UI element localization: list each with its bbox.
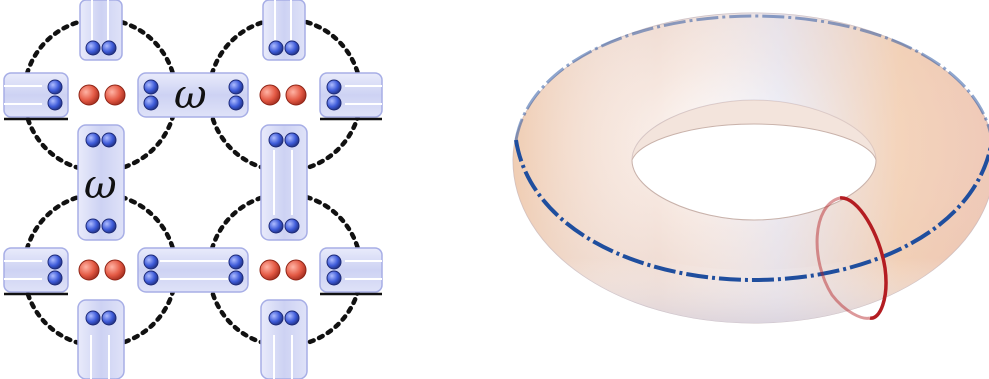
qubit-blue [228,95,244,111]
meridian-loop-front [839,196,888,320]
vertex-red [104,259,126,281]
qubit-blue [326,95,342,111]
vertex-red [78,259,100,281]
qubit-blue [85,132,101,148]
qubit-blue [85,310,101,326]
vertex-red [285,259,307,281]
vertex-red [285,84,307,106]
red-vertices [78,84,307,281]
bond-h-bottom-middle [137,247,249,293]
omega-label-top: ω [174,72,207,118]
vertex-red [259,84,281,106]
qubit-blue [284,132,300,148]
vertex-red [78,84,100,106]
longitude-loop-front [514,139,989,283]
qubit-blue [101,218,117,234]
qubit-blue [47,79,63,95]
qubit-blue [143,79,159,95]
qubit-blue [268,132,284,148]
qubit-blue [101,310,117,326]
qubit-blue [268,310,284,326]
bond-v-br-bottom [260,299,308,379]
qubit-blue [268,218,284,234]
qubit-blue [143,95,159,111]
vertex-red [259,259,281,281]
meridian-loop-back [815,196,871,320]
qubit-blue [228,254,244,270]
vertex-red [104,84,126,106]
torus-hole [631,123,877,221]
qubit-blue [85,218,101,234]
torus-bottom-shade [513,160,989,323]
lattice-diagram: ω ω [3,0,383,379]
qubit-blue [47,95,63,111]
qubit-blue [47,270,63,286]
bond-h-top-left [3,72,69,118]
blue-qubits [47,40,342,326]
torus-tint [513,13,989,323]
qubit-blue [284,40,300,56]
qubit-blue [101,132,117,148]
qubit-blue [143,270,159,286]
bond-v-bl-bottom [77,299,125,379]
torus-hole-rim [632,100,876,160]
qubit-blue [47,254,63,270]
qubit-blue [268,40,284,56]
qubit-blue [143,254,159,270]
bond-v-right-middle [260,124,308,241]
qubit-blue [326,270,342,286]
bond-h-bottom-right [319,247,383,293]
longitude-loop-back [514,14,989,141]
bond-h-top-right [319,72,383,118]
qubit-blue [284,218,300,234]
qubit-blue [326,79,342,95]
qubit-blue [284,310,300,326]
qubit-blue [228,270,244,286]
qubit-blue [228,79,244,95]
qubit-blue [85,40,101,56]
bond-h-bottom-left [3,247,69,293]
torus-figure [512,12,989,324]
bond-h-top-middle [137,72,249,118]
dashed-circles [21,16,364,349]
bond-v-left-middle [77,124,125,241]
omega-label-left: ω [84,162,117,208]
qubit-blue [326,254,342,270]
qubit-blue [101,40,117,56]
